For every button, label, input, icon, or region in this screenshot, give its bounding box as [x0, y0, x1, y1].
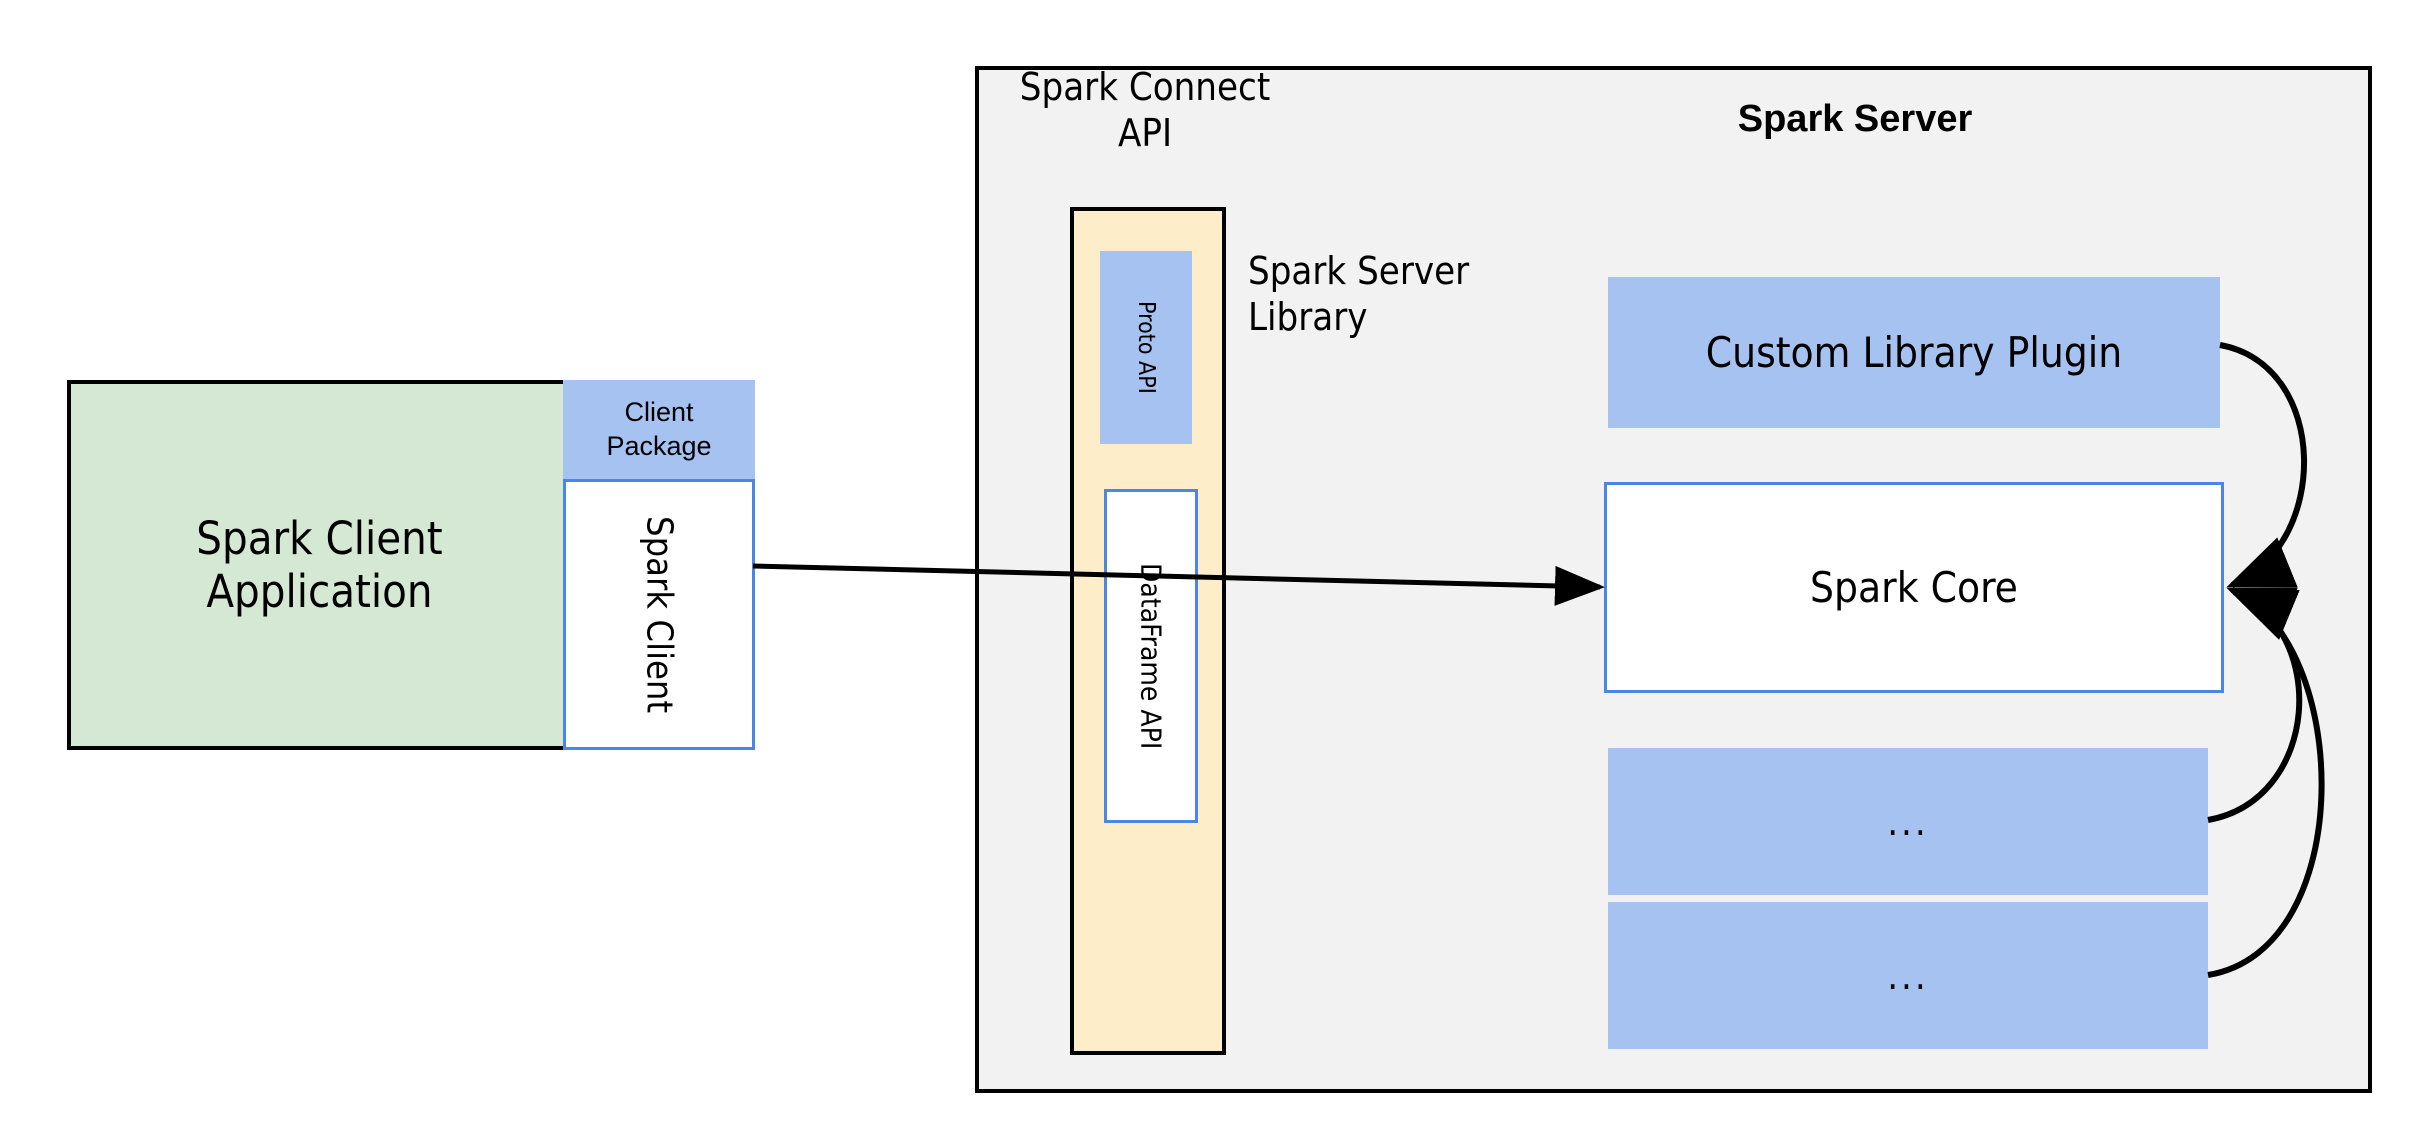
more-components-label-2: ... [1887, 953, 1929, 998]
proto-api-label: Proto API [1133, 301, 1159, 394]
dataframe-api-label: DataFrame API [1134, 562, 1168, 750]
spark-client-label: Spark Client [638, 515, 680, 714]
spark-client-application-box[interactable]: Spark Client Application [67, 380, 568, 750]
spark-server-library-label: Spark Server Library [1248, 249, 1470, 340]
proto-api-box[interactable]: Proto API [1100, 251, 1192, 444]
more-components-box-2[interactable]: ... [1608, 902, 2208, 1049]
spark-core-label: Spark Core [1810, 563, 2018, 612]
spark-server-title: Spark Server [1737, 98, 1973, 140]
spark-core-box[interactable]: Spark Core [1604, 482, 2224, 693]
spark-connect-api-label: Spark Connect API [1019, 65, 1271, 155]
spark-client-box[interactable]: Spark Client [563, 479, 755, 750]
custom-library-plugin-box[interactable]: Custom Library Plugin [1608, 277, 2220, 428]
client-package-box[interactable]: Client Package [563, 380, 755, 479]
custom-library-plugin-label: Custom Library Plugin [1705, 328, 2123, 377]
client-package-label: Client Package [606, 396, 712, 461]
more-components-box-1[interactable]: ... [1608, 748, 2208, 895]
dataframe-api-box[interactable]: DataFrame API [1104, 489, 1198, 823]
spark-client-application-label: Spark Client Application [196, 511, 443, 618]
more-components-label-1: ... [1887, 799, 1929, 844]
